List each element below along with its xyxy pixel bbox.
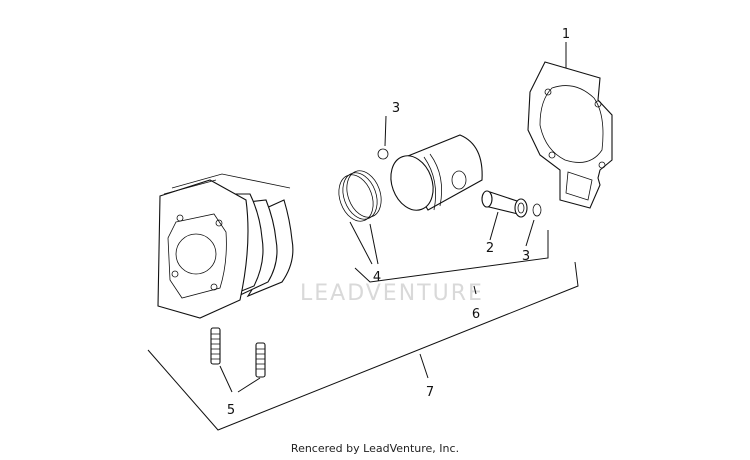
callout-3-right: 3 (522, 249, 530, 264)
piston (390, 134, 483, 211)
studs (210, 327, 266, 378)
callout-2: 2 (486, 241, 494, 256)
leader-lines (147, 42, 579, 431)
callout-7: 7 (426, 385, 434, 400)
footer-credit: Rencered by LeadVenture, Inc. (291, 442, 459, 455)
piston-pin (481, 190, 528, 218)
callout-5: 5 (227, 403, 235, 418)
piston-rings (338, 170, 382, 222)
circlip-right (532, 203, 542, 217)
watermark: LEADVENTURE (300, 281, 484, 306)
cylinder (157, 173, 294, 319)
callout-4: 4 (373, 270, 381, 285)
callout-6: 6 (472, 307, 480, 322)
callout-3-left: 3 (392, 101, 400, 116)
callout-1: 1 (562, 27, 570, 42)
cylinder-gasket (527, 61, 613, 209)
circlip-left (377, 148, 389, 160)
